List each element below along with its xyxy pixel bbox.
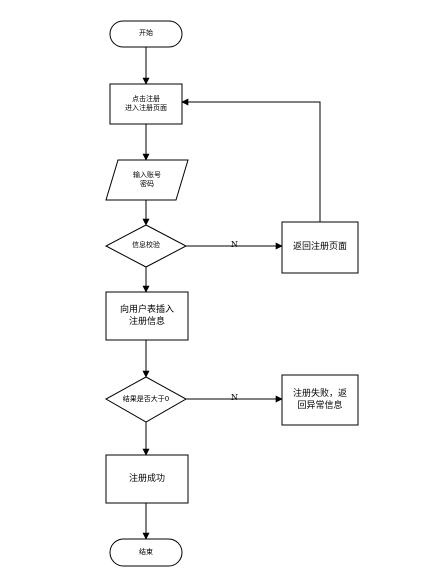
start-text: 开始 (139, 29, 153, 38)
edge-label-no-result: N (231, 393, 238, 402)
success-text: 注册成功 (128, 473, 165, 484)
click-register-label: 点击注册 进入注册页面 (110, 84, 182, 124)
fail-return-box (281, 374, 359, 426)
success-label: 注册成功 (106, 455, 188, 503)
verify-text: 信息校验 (132, 241, 160, 250)
insert-user-label: 向用户表插入 注册信息 (106, 292, 188, 340)
fail-return-label: 注册失败，返 回异常信息 (282, 375, 358, 425)
arrow-return-loop (181, 98, 321, 222)
return-register-label: 返回注册页面 (282, 222, 358, 273)
input-account-label: 输入账号 密码 (112, 160, 182, 200)
click-register-line2: 进入注册页面 (125, 104, 167, 112)
click-register-box (109, 83, 183, 125)
insert-user-line2: 注册信息 (128, 317, 165, 327)
insert-user-box (105, 291, 189, 341)
success-box (105, 454, 189, 504)
input-account-parallelogram (105, 159, 189, 201)
return-register-text: 返回注册页面 (292, 242, 347, 253)
verify-label: 信息校验 (106, 225, 186, 267)
input-account-line2: 密码 (140, 180, 154, 188)
edge-label-no-verify: N (231, 240, 238, 249)
start-label: 开始 (110, 21, 182, 47)
click-register-line1: 点击注册 (132, 94, 160, 103)
fail-return-line2: 回异常信息 (297, 401, 343, 411)
end-label: 结束 (110, 539, 182, 566)
input-account-line1: 输入账号 (133, 170, 161, 179)
fail-return-line1: 注册失败，返 (292, 388, 347, 399)
result-text: 结果是否大于0 (122, 394, 170, 403)
end-text: 结束 (139, 547, 153, 556)
result-label: 结果是否大于0 (104, 377, 188, 422)
insert-user-line1: 向用户表插入 (119, 304, 174, 315)
